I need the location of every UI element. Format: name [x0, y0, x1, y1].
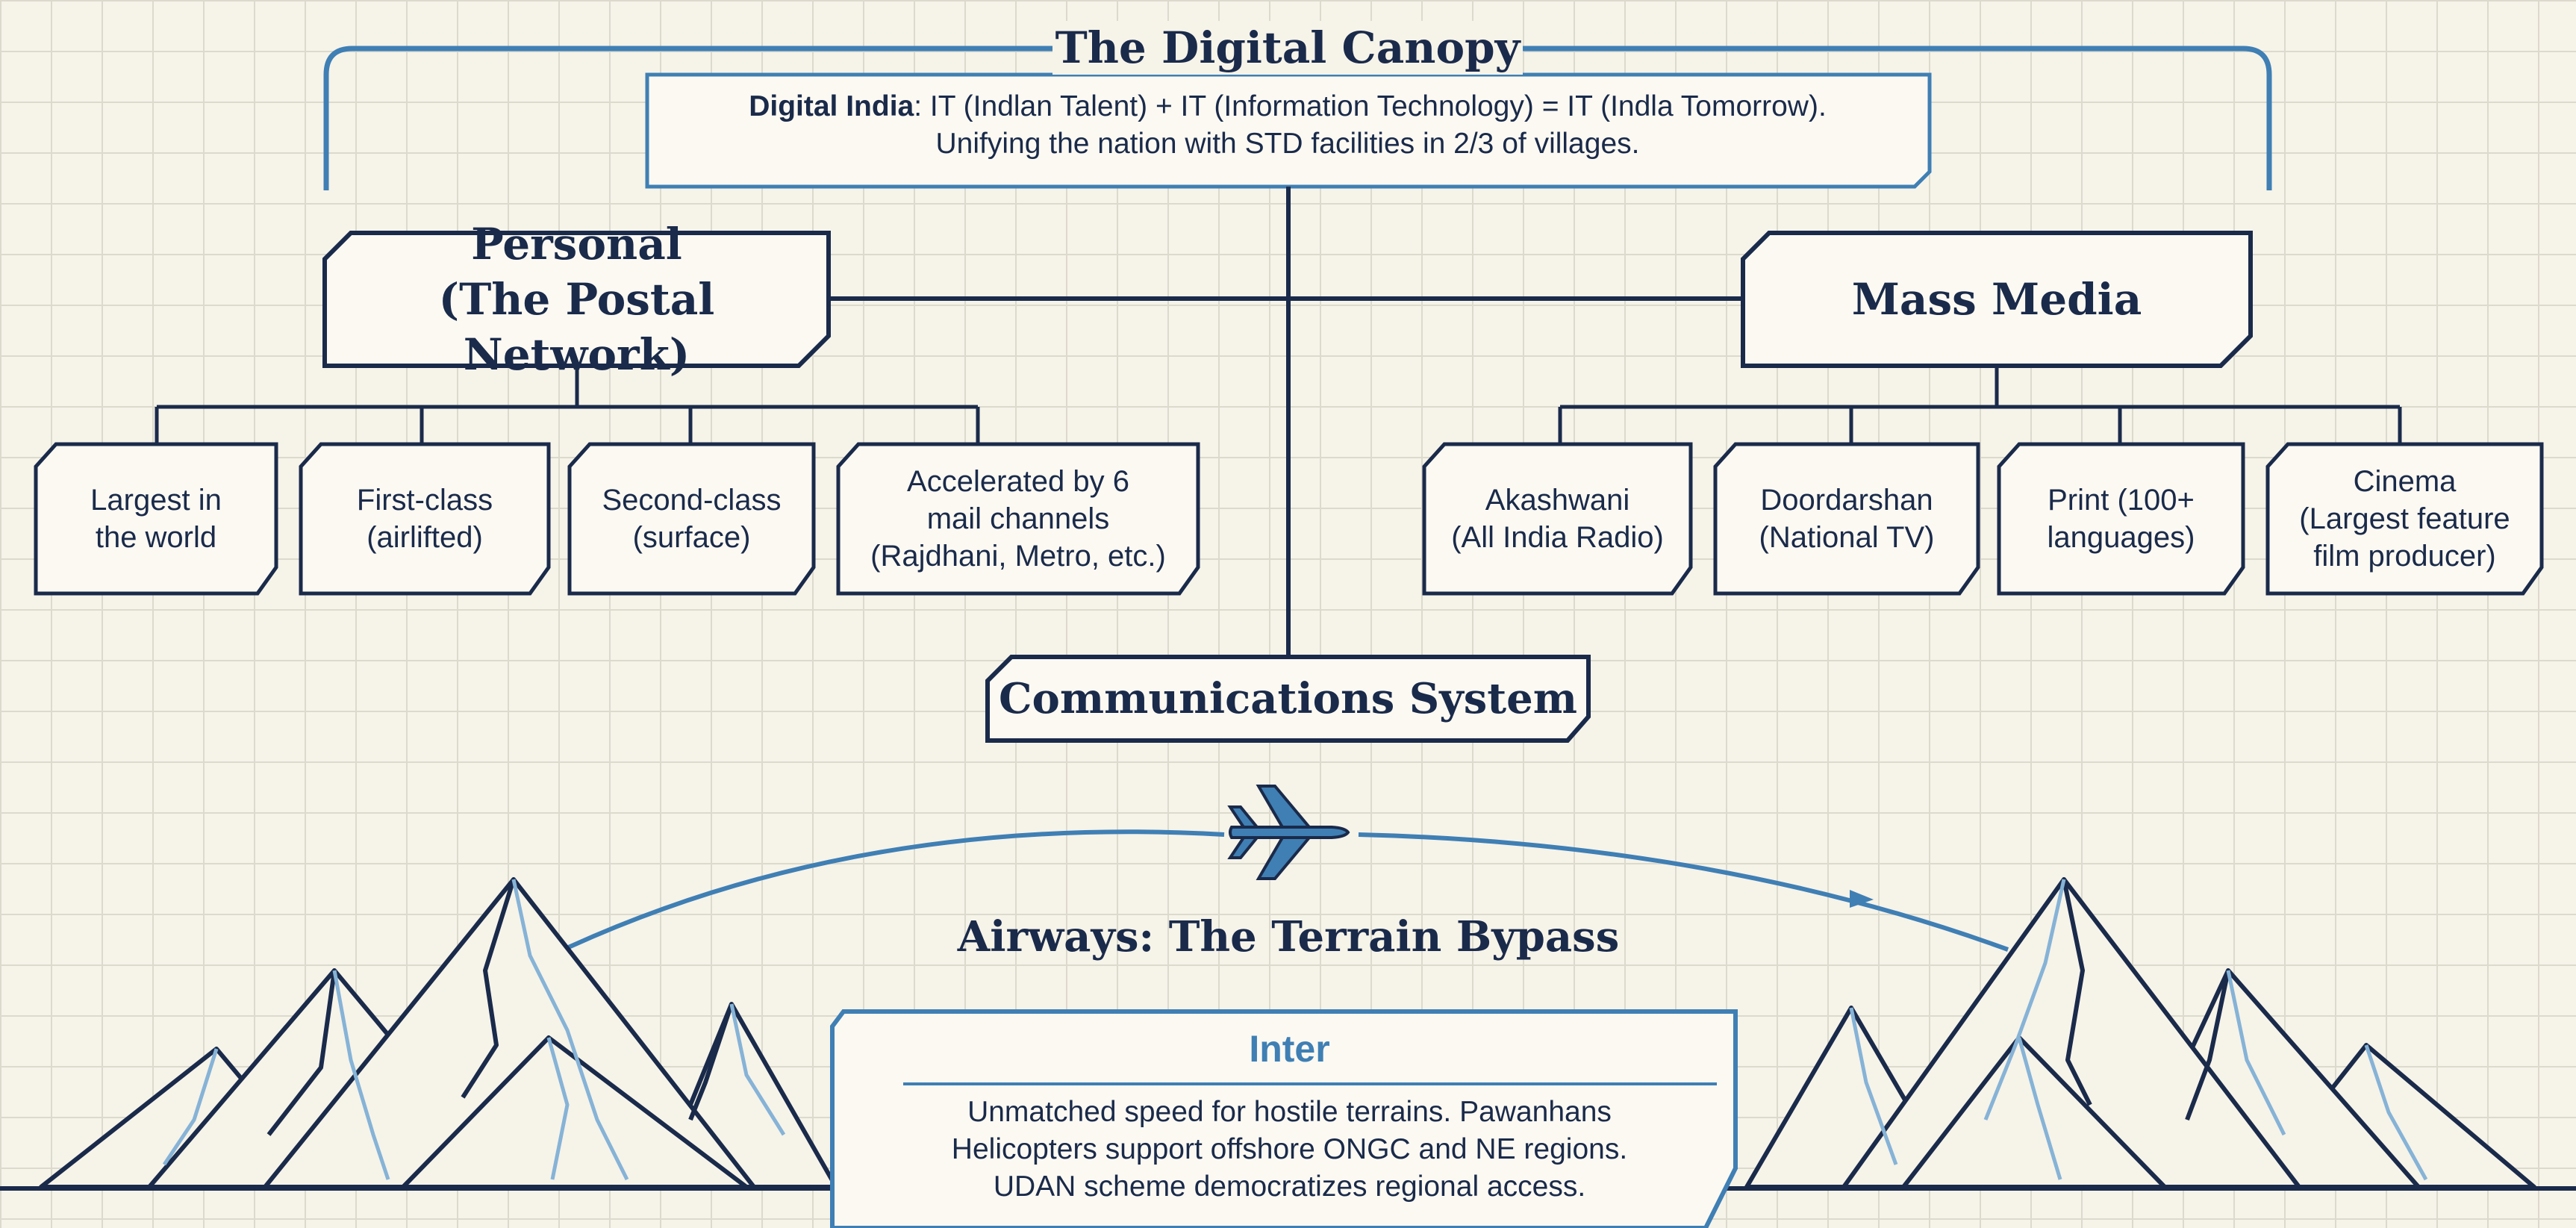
flight-arc-left	[562, 829, 1225, 952]
personal-node: Personal (The Postal Network)	[325, 219, 829, 380]
media-leaf-akashwani: Akashwani (All India Radio)	[1424, 444, 1691, 593]
mountain-range-left-icon	[39, 877, 838, 1189]
inter-panel-title: Inter	[1249, 1028, 1330, 1070]
personal-title: Personal (The Postal Network)	[438, 219, 715, 380]
mountain-range-right-icon	[1744, 877, 2536, 1189]
canopy-description: Digital India: IT (Indlan Talent) + IT (…	[657, 88, 1918, 170]
media-leaf-label: Cinema (Largest feature film producer)	[2299, 465, 2510, 573]
inter-line: Unmatched speed for hostile terrains. Pa…	[967, 1096, 1612, 1128]
inter-line: Helicopters support offshore ONGC and NE…	[951, 1133, 1628, 1165]
media-leaf-print: Print (100+ languages)	[1999, 444, 2243, 593]
personal-box-shape	[322, 231, 831, 368]
communications-title: Communications System	[998, 674, 1577, 723]
digital-india-label: Digital India	[749, 90, 914, 122]
media-leaf-doordarshan: Doordarshan (National TV)	[1715, 444, 1978, 593]
communications-box-shape	[985, 655, 1591, 743]
personal-leaf-label: Second-class (surface)	[602, 484, 782, 554]
personal-leaf-label: Largest in the world	[90, 484, 222, 554]
media-leaf-label: Akashwani (All India Radio)	[1451, 484, 1664, 554]
inter-line: UDAN scheme democratizes regional access…	[993, 1171, 1586, 1203]
canopy-line-2: Unifying the nation with STD facilities …	[935, 128, 1640, 160]
media-leaf-cinema: Cinema (Largest feature film producer)	[2268, 444, 2542, 593]
mass-media-node: Mass Media	[1743, 233, 2251, 366]
digital-india-formula: : IT (Indlan Talent) + IT (Information T…	[914, 90, 1827, 122]
inter-panel-body: Unmatched speed for hostile terrains. Pa…	[843, 1094, 1735, 1206]
airways-title: Airways: The Terrain Bypass	[957, 912, 1620, 961]
communications-node: Communications System	[988, 657, 1588, 741]
inter-panel-shape	[830, 1009, 1738, 1228]
flight-arc-right	[1358, 832, 2009, 952]
media-leaf-label: Print (100+ languages)	[2047, 484, 2195, 554]
mass-media-box-shape	[1741, 231, 2253, 368]
personal-leaf-label: Accelerated by 6 mail channels (Rajdhani…	[870, 465, 1166, 573]
canopy-title: The Digital Canopy	[1052, 21, 1523, 75]
mass-media-title: Mass Media	[1851, 274, 2142, 325]
personal-leaf-label: First-class (airlifted)	[356, 484, 493, 554]
personal-leaf-second-class: Second-class (surface)	[570, 444, 814, 593]
media-leaf-label: Doordarshan (National TV)	[1759, 484, 1935, 554]
canopy-panel-shape	[645, 72, 1932, 189]
canopy-line-1: Digital India: IT (Indlan Talent) + IT (…	[657, 88, 1918, 125]
personal-leaf-mail-channels: Accelerated by 6 mail channels (Rajdhani…	[838, 444, 1198, 593]
personal-leaf-first-class: First-class (airlifted)	[301, 444, 549, 593]
airplane-icon	[1227, 785, 1350, 880]
personal-leaf-largest: Largest in the world	[36, 444, 276, 593]
